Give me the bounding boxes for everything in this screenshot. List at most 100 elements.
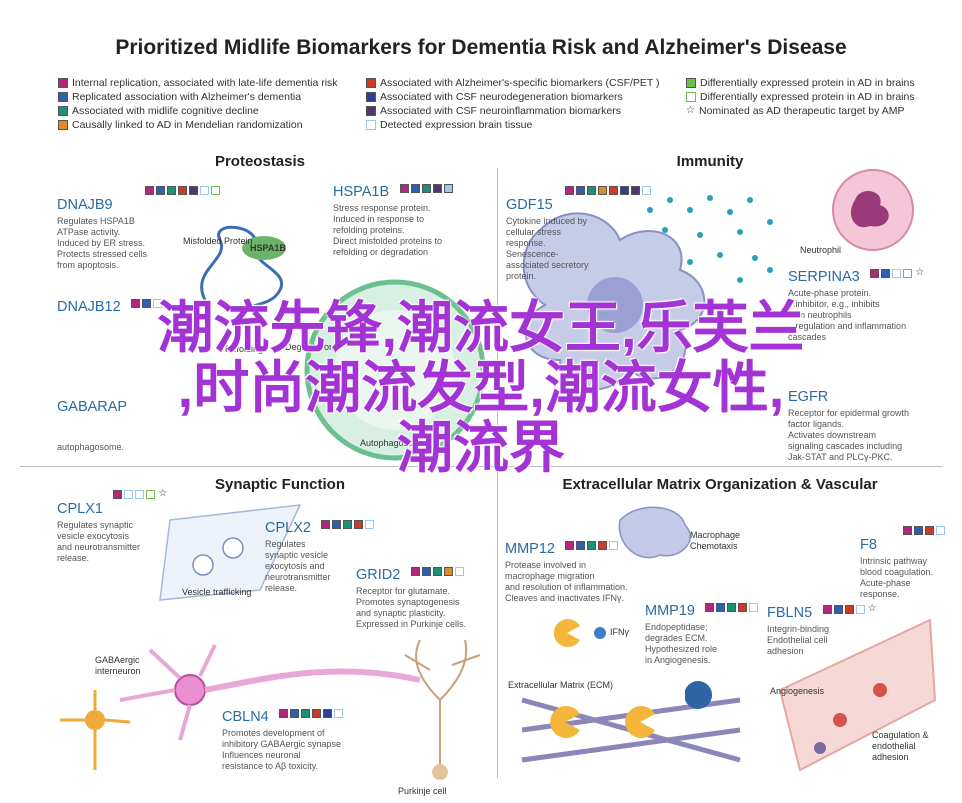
label-degradation: Degradation (285, 342, 335, 352)
gene-description: autophagosome. (57, 442, 125, 452)
gabaergic-neuron-body (174, 674, 206, 706)
gene-name: DNAJB9 (57, 197, 113, 213)
mmp-pacman-blue (685, 681, 713, 709)
gabaergic-cell (85, 710, 105, 730)
gene-name: CPLX1 (57, 501, 103, 517)
evidence-chips: ☆ (113, 488, 168, 500)
red-blood-cell (873, 683, 887, 697)
label-purkinje-cell: Purkinje cell (398, 786, 447, 796)
gene-name: SERPINA3 (788, 269, 860, 285)
mmp-pacman (553, 619, 580, 647)
label-angiogenesis: Angiogenesis (770, 686, 825, 696)
legend-item: Associated with CSF neuroinflammation bi… (366, 104, 660, 118)
gene-name: F8 (860, 537, 877, 553)
label-gabaergic-interneuron: GABAergic interneuron (95, 655, 141, 676)
gene-description: Receptor for glutamate.Promotes synaptog… (356, 586, 467, 629)
gene-name: DNAJB12 (57, 299, 121, 315)
mmp-pacman (550, 706, 580, 738)
mmp-pacman (625, 706, 655, 738)
gene-name: GDF15 (506, 197, 553, 213)
legend-column-1: Internal replication, associated with la… (58, 76, 338, 132)
section-title-ecm-vascular: Extracellular Matrix Organization & Vasc… (562, 476, 878, 493)
label-macrophage-chemotaxis: Macrophage Chemotaxis (690, 530, 741, 551)
label-refolding: Refolding (225, 344, 264, 354)
legend-item: Differentially expressed protein in AD i… (686, 76, 915, 90)
evidence-chips (399, 184, 455, 194)
gene-description: Stress response protein.Induced in respo… (333, 203, 443, 257)
gene-entry-gabarap: GABARAP autophagosome. (57, 398, 127, 453)
ifng-dot (594, 627, 606, 639)
axon (204, 668, 421, 693)
gene-entry-hspa1b: HSPA1B Stress response protein.Induced i… (333, 183, 455, 258)
vesicle (192, 554, 214, 576)
label-misfolded-protein: Misfolded Protein (183, 236, 253, 246)
legend-item: Internal replication, associated with la… (58, 76, 338, 90)
section-title-proteostasis: Proteostasis (214, 153, 306, 170)
evidence-chips (279, 709, 345, 719)
gene-entry-dnajb12: DNAJB12 (57, 298, 164, 316)
label-ecm: Extracellular Matrix (ECM) (508, 680, 614, 690)
label-autophagosome: Autophagosome (360, 438, 426, 448)
evidence-chips (705, 603, 760, 613)
gene-name: HSPA1B (333, 184, 390, 200)
quadrant-divider-horizontal (20, 466, 942, 467)
evidence-chips (145, 186, 222, 196)
gene-description: Acute-phase protein....inhibitor, e.g., … (788, 288, 907, 342)
evidence-chips (903, 526, 947, 536)
gene-entry-grid2: GRID2 Receptor for glutamate.Promotes sy… (356, 566, 466, 630)
gene-name: CBLN4 (222, 709, 269, 725)
macrophage-shape (618, 506, 691, 559)
gene-entry-serpina3: SERPINA3 ☆ Acute-phase protein....inhibi… (788, 268, 924, 343)
legend-item: Replicated association with Alzheimer's … (58, 90, 338, 104)
evidence-chips (410, 567, 466, 577)
neutrophil-nucleus (850, 190, 889, 228)
label-hspa1b-blob: HSPA1B (250, 243, 286, 253)
legend-item: Associated with CSF neurodegeneration bi… (366, 90, 660, 104)
star-icon: ☆ (915, 267, 925, 279)
section-title-synaptic-function: Synaptic Function (214, 476, 345, 493)
autophagosome-inner (335, 310, 455, 430)
dendrites (119, 644, 217, 741)
gene-name: MMP12 (505, 541, 555, 557)
blood-vessel (778, 618, 937, 772)
legend-item: Detected expression brain tissue (366, 118, 660, 132)
label-ifng: IFNγ (610, 627, 629, 637)
section-title-immunity: Immunity (676, 153, 744, 170)
legend: Internal replication, associated with la… (58, 76, 938, 132)
gene-description: Endopeptidase;degrades ECM.Hypothesized … (645, 622, 718, 665)
star-icon: ☆ (158, 488, 168, 500)
diagram-title: Prioritized Midlife Biomarkers for Demen… (115, 36, 847, 59)
legend-item: ☆Nominated as AD therapeutic target by A… (686, 105, 905, 117)
gene-name: FBLN5 (767, 605, 813, 621)
quadrant-divider-vertical (497, 168, 498, 778)
evidence-chips (131, 299, 164, 309)
legend-item: Associated with Alzheimer's-specific bio… (366, 76, 660, 90)
evidence-chips (321, 520, 376, 530)
gene-name: GRID2 (356, 567, 401, 583)
legend-item: Causally linked to AD in Mendelian rando… (58, 118, 338, 132)
immune-cell (814, 742, 826, 754)
gene-name: MMP19 (645, 603, 695, 619)
star-icon: ☆ (867, 603, 877, 615)
purkinje-body (432, 764, 448, 780)
vesicle (222, 537, 244, 559)
cytokine-dots (647, 195, 773, 283)
evidence-chips (565, 541, 620, 551)
